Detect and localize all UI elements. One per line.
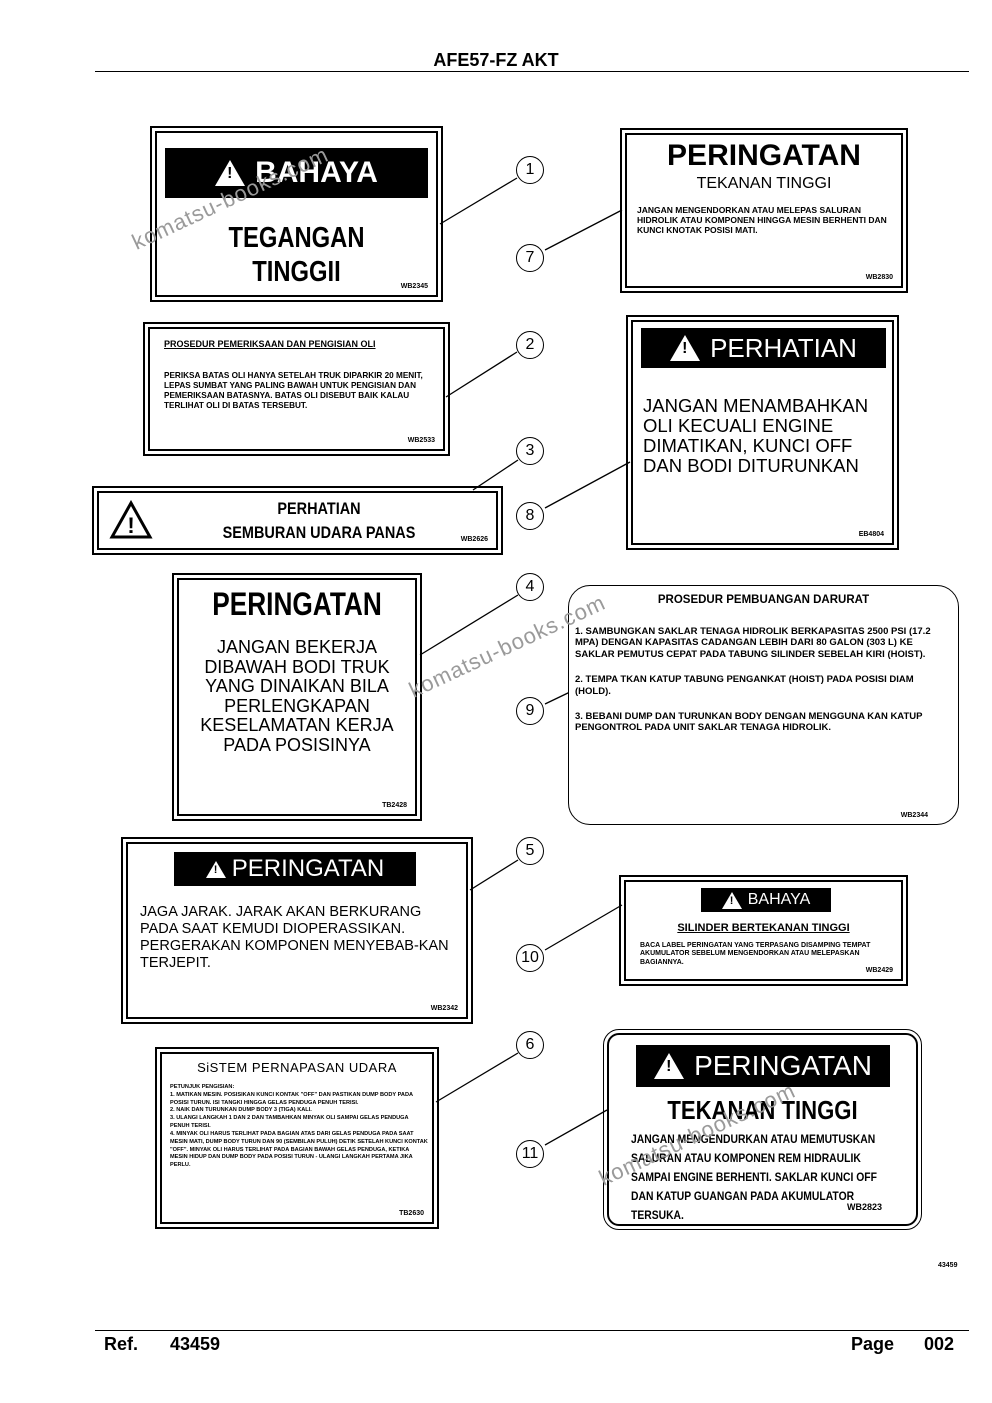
warning-triangle-icon xyxy=(215,160,246,186)
label-10-title-bar: BAHAYA xyxy=(701,888,831,912)
leader-9 xyxy=(544,691,571,705)
label-11-subtitle: TEKANAN TINGGI xyxy=(667,1095,858,1125)
footer-page-label: Page xyxy=(851,1334,895,1354)
label-5-peringatan-jarak: PERINGATAN JAGA JARAK. JARAK AKAN BERKUR… xyxy=(121,837,473,1024)
label-8-title-bar: PERHATIAN xyxy=(641,328,886,368)
label-7-peringatan-tekanan: PERINGATAN TEKANAN TINGGI JANGAN MENGEND… xyxy=(620,128,908,293)
label-8-body: JANGAN MENAMBAHKAN OLI KECUALI ENGINE DI… xyxy=(643,395,869,476)
label-9-title: PROSEDUR PEMBUANGAN DARURAT xyxy=(657,594,870,606)
label-10-subtitle: SILINDER BERTEKANAN TINGGI xyxy=(677,922,850,934)
leader-7 xyxy=(544,209,623,251)
leader-11 xyxy=(544,1109,608,1146)
callout-4: 4 xyxy=(516,573,544,601)
label-6-code: TB2630 xyxy=(399,1210,424,1217)
header-rule xyxy=(95,71,969,72)
footer-page-value: 002 xyxy=(924,1334,955,1354)
label-6-step-3: 3. ULANGI LANGKAH 1 DAN 2 DAN TAMBAHKAN … xyxy=(170,1115,409,1130)
label-10-bahaya-silinder: BAHAYA SILINDER BERTEKANAN TINGGI BACA L… xyxy=(619,875,908,986)
figure-id: 43459 xyxy=(938,1262,958,1269)
label-9-code: WB2344 xyxy=(900,812,928,819)
label-9-prosedur-darurat: PROSEDUR PEMBUANGAN DARURAT 1. SAMBUNGKA… xyxy=(568,585,959,825)
label-7-code: WB2830 xyxy=(865,274,893,281)
footer-ref-value: 43459 xyxy=(170,1334,221,1354)
leader-10 xyxy=(544,904,623,951)
warning-triangle-icon: ! xyxy=(109,500,153,539)
label-10-body: BACA LABEL PERINGATAN YANG TERPASANG DIS… xyxy=(640,942,871,966)
label-3-title: PERHATIAN xyxy=(277,499,361,518)
label-5-title: PERINGATAN xyxy=(231,855,385,882)
label-6-instructions: PETUNJUK PENGISIAN: 1. MATIKAN MESIN. PO… xyxy=(170,1084,428,1170)
label-10-code: WB2429 xyxy=(865,967,893,974)
label-4-peringatan-bodi: PERINGATAN JANGAN BEKERJA DIBAWAH BODI T… xyxy=(172,573,422,821)
label-1-bahaya-tegangan: BAHAYA TEGANGAN TINGGII WB2345 xyxy=(150,126,443,302)
warning-triangle-icon xyxy=(670,335,701,361)
label-2-prosedur-oli: PROSEDUR PEMERIKSAAN DAN PENGISIAN OLI P… xyxy=(143,322,450,456)
label-6-sistem-pernapasan: SiSTEM PERNAPASAN UDARA PETUNJUK PENGISI… xyxy=(155,1047,439,1229)
leader-5 xyxy=(469,859,519,891)
label-9-steps: 1. SAMBUNGKAN SAKLAR TENAGA HIDROLIK BER… xyxy=(575,626,951,734)
label-6-title: SiSTEM PERNAPASAN UDARA xyxy=(197,1060,397,1075)
label-9-step-3: 3. BEBANI DUMP DAN TURUNKAN BODY DENGAN … xyxy=(575,710,923,734)
leader-3 xyxy=(472,459,519,491)
leader-8 xyxy=(544,461,631,509)
footer-ref-label: Ref. xyxy=(104,1334,139,1354)
label-11-title: PERINGATAN xyxy=(694,1050,872,1081)
svg-text:!: ! xyxy=(127,513,134,538)
leader-2 xyxy=(445,351,518,398)
label-8-code: EB4804 xyxy=(858,531,884,538)
label-1-code: WB2345 xyxy=(400,283,428,290)
label-11-code: WB2823 xyxy=(846,1202,882,1212)
footer-rule xyxy=(95,1330,969,1331)
callout-5: 5 xyxy=(516,837,544,865)
callout-6: 6 xyxy=(516,1031,544,1059)
label-4-title: PERINGATAN xyxy=(212,586,382,622)
leader-6 xyxy=(435,1052,519,1103)
callout-10: 10 xyxy=(516,944,544,972)
label-10-title: BAHAYA xyxy=(747,891,811,908)
label-1-title-bar: BAHAYA xyxy=(165,148,428,198)
leader-1 xyxy=(439,177,518,225)
label-1-title: BAHAYA xyxy=(255,156,378,189)
label-3-body: SEMBURAN UDARA PANAS xyxy=(222,523,416,542)
page-header-title: AFE57-FZ AKT xyxy=(433,50,559,70)
label-8-title: PERHATIAN xyxy=(710,332,857,363)
label-5-body: JAGA JARAK. JARAK AKAN BERKURANG PADA SA… xyxy=(140,904,449,971)
label-2-body: PERIKSA BATAS OLI HANYA SETELAH TRUK DIP… xyxy=(164,371,423,410)
label-2-code: WB2533 xyxy=(407,437,435,444)
label-11-peringatan-tekanan: PERINGATAN TEKANAN TINGGI JANGAN MENGEND… xyxy=(603,1029,922,1230)
callout-1: 1 xyxy=(516,156,544,184)
warning-triangle-icon xyxy=(205,860,226,878)
label-11-title-bar: PERINGATAN xyxy=(636,1045,890,1087)
callout-2: 2 xyxy=(516,331,544,359)
label-7-body: JANGAN MENGENDORKAN ATAU MELEPAS SALURAN… xyxy=(637,205,887,236)
label-4-code: TB2428 xyxy=(382,802,407,809)
leader-4 xyxy=(419,594,519,656)
warning-triangle-icon xyxy=(654,1053,685,1079)
label-6-step-2: 2. NAIK DAN TURUNKAN DUMP BODY 3 (TIGA) … xyxy=(170,1107,312,1114)
label-5-title-bar: PERINGATAN xyxy=(174,852,416,886)
label-7-title: PERINGATAN xyxy=(667,139,861,172)
warning-triangle-icon xyxy=(721,891,742,909)
label-7-subtitle: TEKANAN TINGGI xyxy=(696,175,832,192)
callout-9: 9 xyxy=(516,697,544,725)
label-6-step-1: 1. MATIKAN MESIN. POSISIKAN KUNCI KONTAK… xyxy=(170,1091,413,1106)
label-3-code: WB2626 xyxy=(460,536,488,543)
label-6-step-4: 4. MINYAK OLI HARUS TERLIHAT PADA BAGIAN… xyxy=(170,1130,428,1169)
label-2-title: PROSEDUR PEMERIKSAAN DAN PENGISIAN OLI xyxy=(164,339,376,349)
label-5-code: WB2342 xyxy=(430,1005,458,1012)
label-3-perhatian-udara-panas: ! PERHATIAN SEMBURAN UDARA PANAS WB2626 xyxy=(92,486,503,555)
label-6-intro: PETUNJUK PENGISIAN: xyxy=(170,1084,235,1090)
label-4-body: JANGAN BEKERJA DIBAWAH BODI TRUK YANG DI… xyxy=(200,637,394,755)
label-9-step-1: 1. SAMBUNGKAN SAKLAR TENAGA HIDROLIK BER… xyxy=(575,626,931,660)
label-11-body: JANGAN MENGENDURKAN ATAU MEMUTUSKAN SALU… xyxy=(631,1134,877,1222)
label-9-step-2: 2. TEMPA TKAN KATUP TABUNG PENGANKAT (HO… xyxy=(575,674,914,697)
label-8-perhatian-oli: PERHATIAN JANGAN MENAMBAHKAN OLI KECUALI… xyxy=(626,315,899,550)
callout-8: 8 xyxy=(516,502,544,530)
label-1-body-line-2: TINGGII xyxy=(252,256,341,288)
label-1-body-line-1: TEGANGAN xyxy=(228,222,365,254)
callout-3: 3 xyxy=(516,437,544,465)
callout-7: 7 xyxy=(516,244,544,272)
callout-11: 11 xyxy=(516,1140,544,1168)
